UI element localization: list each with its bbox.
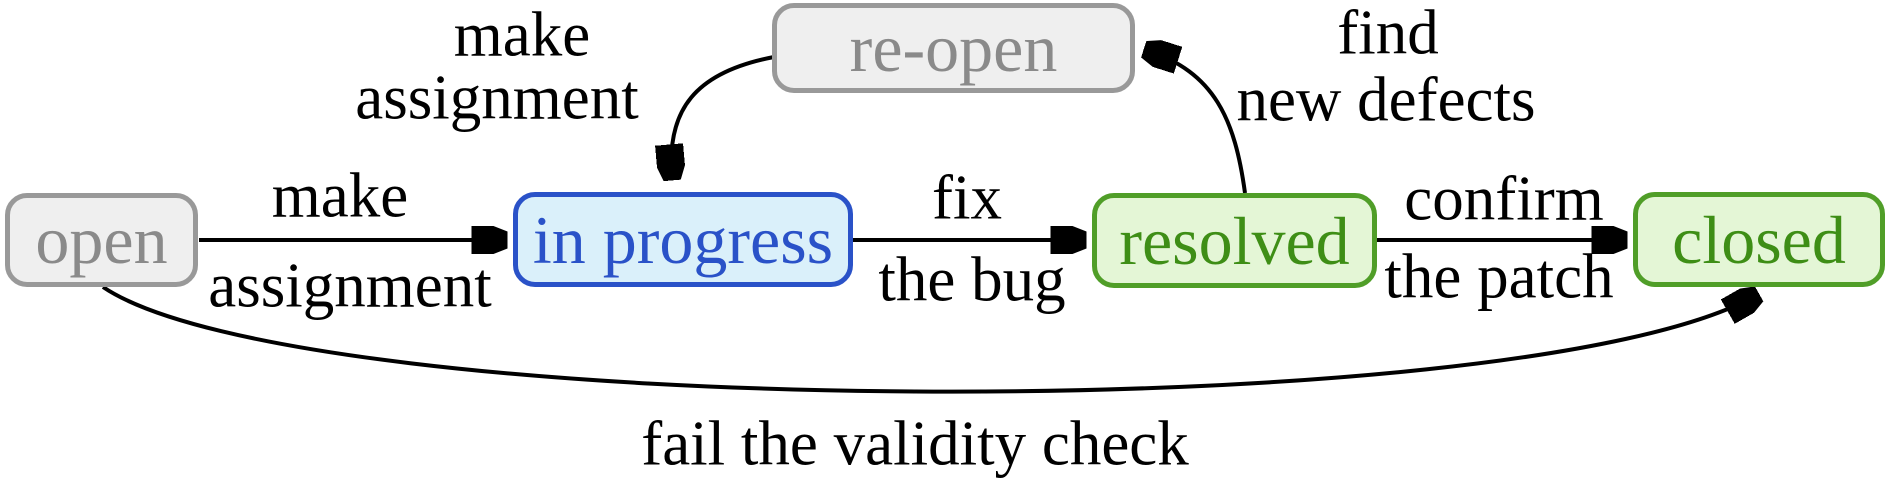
edge-resolved-to-re-open-arrow: [1146, 50, 1247, 194]
state-node-open-label: open: [35, 202, 168, 278]
edge-label-re-open-to-in-progress-line2: assignment: [355, 62, 639, 133]
state-node-closed: closed: [1633, 192, 1885, 287]
state-node-open: open: [5, 193, 198, 287]
edge-label-resolved-to-closed-line2: the patch: [1384, 241, 1614, 312]
state-node-re-open-label: re-open: [849, 10, 1058, 86]
state-node-in-progress-label: in progress: [532, 201, 834, 278]
edge-label-resolved-to-closed-line1: confirm: [1404, 163, 1604, 234]
state-node-closed-label: closed: [1672, 201, 1846, 278]
state-node-in-progress: in progress: [513, 192, 853, 287]
edge-label-open-to-in-progress-line2: assignment: [208, 250, 492, 321]
state-node-resolved-label: resolved: [1119, 202, 1350, 279]
edge-label-open-to-closed-line1: fail the validity check: [641, 408, 1189, 479]
edge-open-to-closed-arrow: [101, 287, 1757, 394]
edge-label-re-open-to-in-progress-line1: make: [453, 0, 591, 70]
edge-label-open-to-in-progress-line1: make: [271, 160, 409, 231]
state-node-resolved: resolved: [1092, 193, 1377, 288]
edge-re-open-to-in-progress-arrow: [671, 55, 775, 178]
edge-label-in-progress-to-resolved-line1: fix: [932, 162, 1002, 233]
edge-label-resolved-to-re-open-line2: new defects: [1236, 64, 1536, 135]
edge-label-in-progress-to-resolved-line2: the bug: [878, 244, 1066, 315]
edge-label-resolved-to-re-open-line1: find: [1337, 0, 1439, 68]
state-node-re-open: re-open: [772, 3, 1135, 93]
